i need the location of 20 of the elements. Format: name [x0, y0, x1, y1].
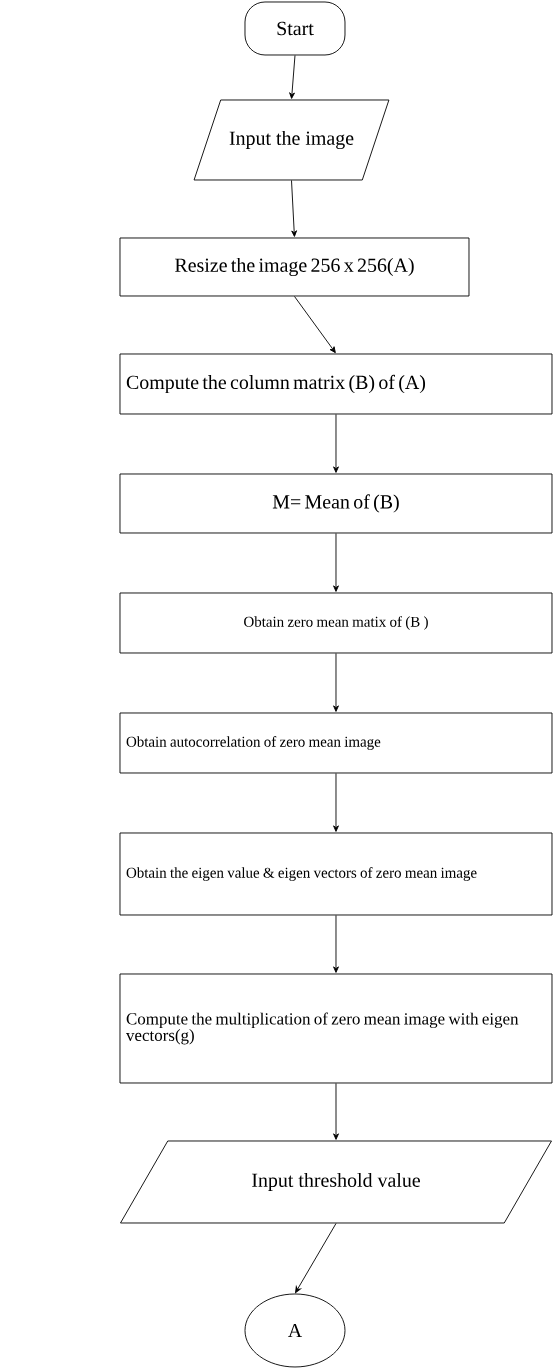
input-parallelogram: Input threshold value — [120, 1140, 552, 1224]
arrow — [291, 180, 298, 237]
arrow — [333, 773, 339, 832]
process-box: Compute the multiplication of zero mean image with eigen vectors(g) — [119, 973, 553, 1084]
process-box: Obtain zero mean matix of (B ) — [119, 592, 553, 654]
arrow — [333, 653, 339, 712]
process-box: Resize the image 256 x 256(A) — [119, 237, 470, 297]
arrow — [333, 1083, 339, 1140]
process-box: M= Mean of (B) — [119, 473, 553, 534]
arrow — [295, 1223, 337, 1293]
process-box: Obtain autocorrelation of zero mean image — [119, 712, 553, 774]
arrow — [294, 296, 336, 354]
arrow — [289, 55, 296, 99]
process-box: Compute the column matrix (B) of (A) — [119, 353, 553, 415]
arrow — [333, 533, 339, 592]
arrow — [333, 915, 339, 973]
start-terminal: Start — [244, 1, 346, 56]
input-parallelogram: Input the image — [193, 99, 390, 181]
arrow — [333, 414, 339, 473]
process-box: Obtain the eigen value & eigen vectors of zero mean image — [119, 832, 553, 916]
